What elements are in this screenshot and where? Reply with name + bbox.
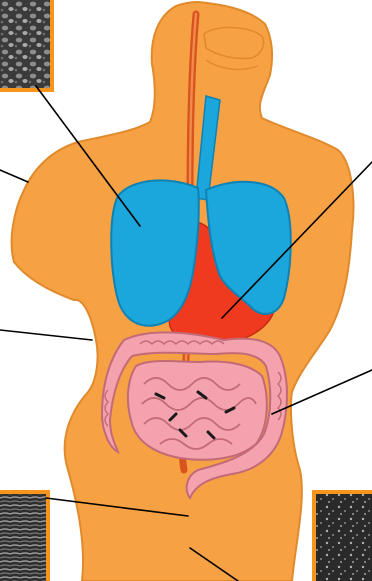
bottom-right-micrograph <box>314 492 372 581</box>
leader-line-upper-left <box>0 170 28 182</box>
leader-line-abdomen-left <box>0 330 92 340</box>
top-left-micrograph <box>0 0 52 90</box>
small-intestine <box>128 361 267 460</box>
bottom-left-micrograph <box>0 492 48 581</box>
